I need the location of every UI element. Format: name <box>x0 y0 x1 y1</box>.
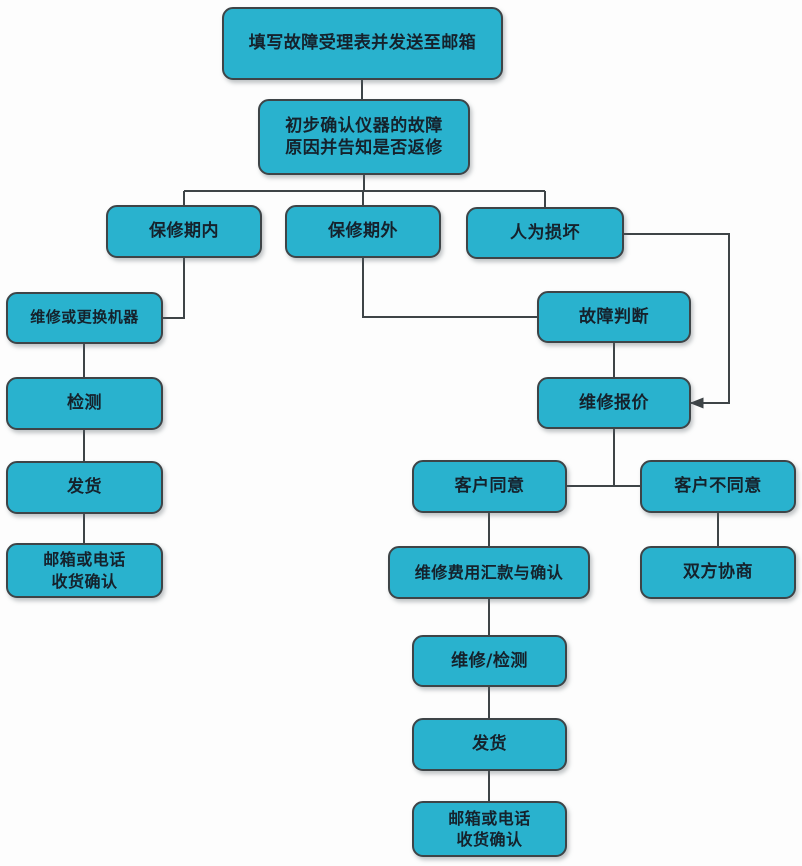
connector-e-in-warranty-to-repair <box>163 258 185 319</box>
node-confirm-receipt-right[interactable]: 邮箱或电话 收货确认 <box>412 801 567 857</box>
node-customer-agree[interactable]: 客户同意 <box>412 460 567 513</box>
node-submit-form[interactable]: 填写故障受理表并发送至邮箱 <box>222 7 503 80</box>
connector-e-out-warranty-to-fault <box>362 258 537 318</box>
node-repair-or-replace[interactable]: 维修或更换机器 <box>6 292 163 344</box>
node-fault-diagnosis[interactable]: 故障判断 <box>537 291 691 343</box>
node-human-damage[interactable]: 人为损坏 <box>466 207 624 259</box>
node-in-warranty[interactable]: 保修期内 <box>106 205 262 258</box>
node-customer-disagree[interactable]: 客户不同意 <box>640 460 796 513</box>
node-ship-left[interactable]: 发货 <box>6 461 163 514</box>
node-repair-quote[interactable]: 维修报价 <box>537 377 691 429</box>
node-out-warranty[interactable]: 保修期外 <box>285 205 441 258</box>
node-confirm-receipt-left[interactable]: 邮箱或电话 收货确认 <box>6 543 163 598</box>
node-repair-inspect[interactable]: 维修/检测 <box>412 635 567 687</box>
node-fee-remittance[interactable]: 维修费用汇款与确认 <box>388 546 590 599</box>
node-inspect-left[interactable]: 检测 <box>6 377 163 430</box>
node-ship-right[interactable]: 发货 <box>412 718 567 771</box>
node-negotiation[interactable]: 双方协商 <box>640 546 796 599</box>
node-confirm-cause[interactable]: 初步确认仪器的故障 原因并告知是否返修 <box>258 99 470 175</box>
